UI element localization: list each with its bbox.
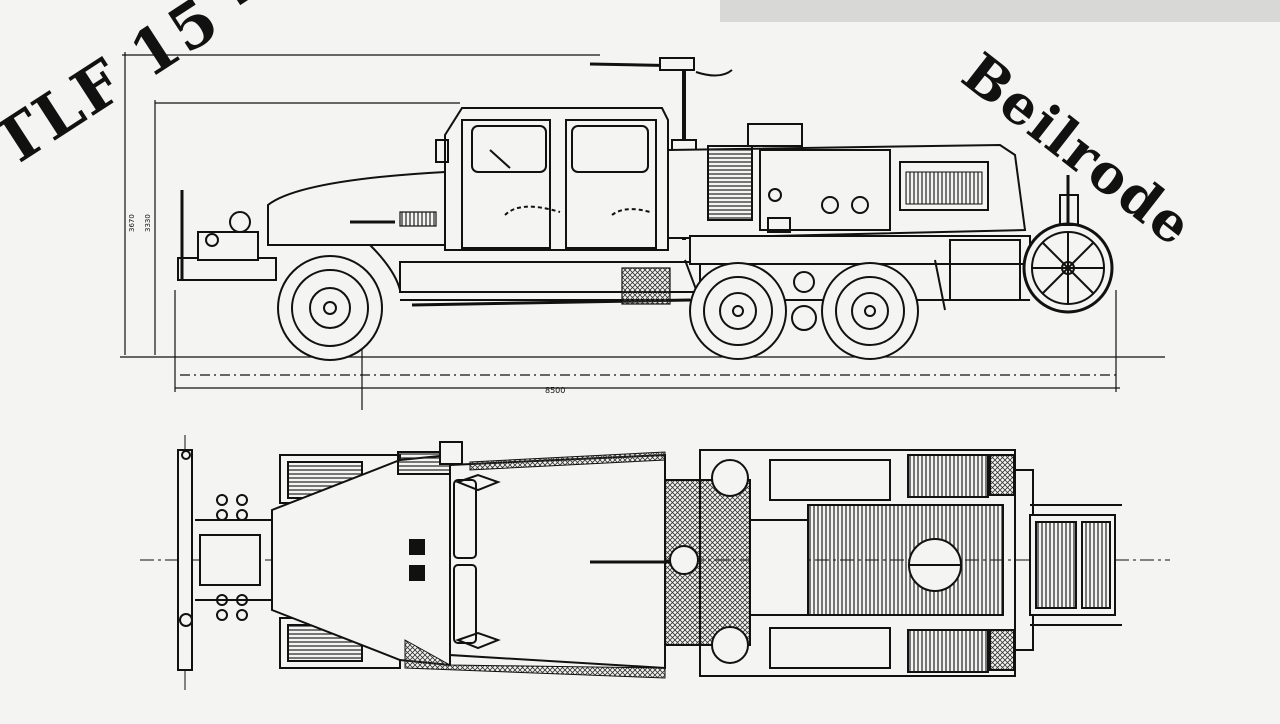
side-view: 8500 3670 3330 <box>120 52 1165 410</box>
front-wheel <box>277 255 383 361</box>
length-dimension-label: 8500 <box>545 386 565 395</box>
cab <box>444 107 669 251</box>
top-view <box>140 435 1170 690</box>
rear-wheel-2 <box>821 262 919 360</box>
hose-reel <box>1022 175 1114 314</box>
dimension-lines <box>120 52 1165 410</box>
height-dimension-label-2: 3330 <box>144 214 152 232</box>
height-dimension-label: 3670 <box>128 214 136 232</box>
body <box>667 143 1027 239</box>
rear-wheel-1 <box>689 262 787 360</box>
scan-shadow <box>720 0 1280 22</box>
hood <box>267 170 446 246</box>
